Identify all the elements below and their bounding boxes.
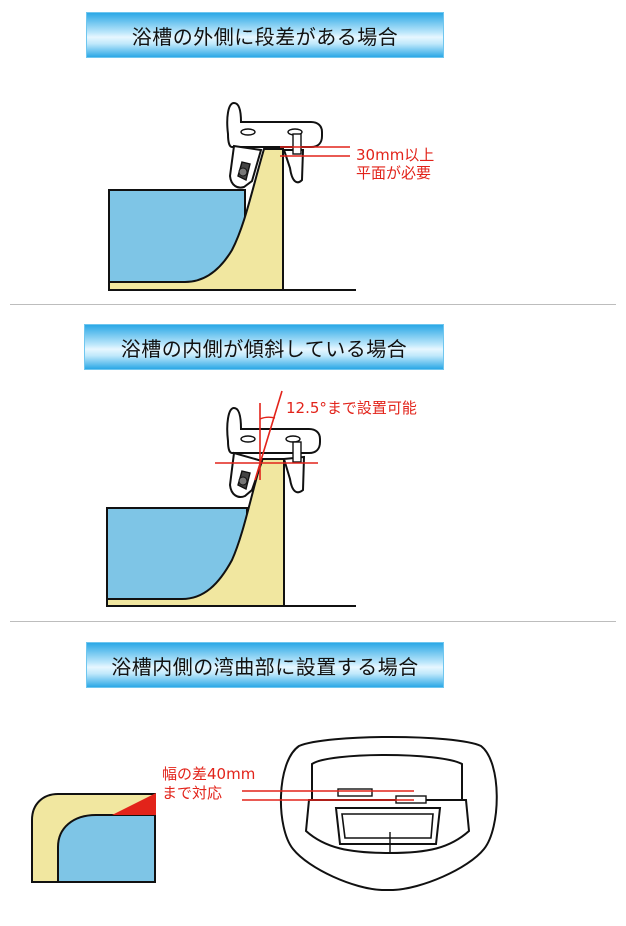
bath-mount-device-top-view xyxy=(280,736,498,891)
annotation-text-1: 30mm以上 xyxy=(356,146,434,164)
annotation-text-1: 12.5°まで設置可能 xyxy=(286,399,417,417)
section-divider xyxy=(10,304,616,305)
bath-mount-device xyxy=(226,101,323,189)
bath-water-top-view xyxy=(57,814,156,883)
width-gap-wedge xyxy=(112,793,156,815)
section-title-text: 浴槽内側の湾曲部に設置する場合 xyxy=(111,654,419,679)
annotation-text-1: 幅の差40mm xyxy=(162,765,255,783)
section-title-text: 浴槽の内側が傾斜している場合 xyxy=(120,336,408,361)
tilt-reference-line xyxy=(254,390,283,481)
section-title-inner-slope: 浴槽の内側が傾斜している場合 xyxy=(84,324,444,370)
section-title-outer-step: 浴槽の外側に段差がある場合 xyxy=(86,12,444,58)
tub-wall xyxy=(108,148,284,291)
diagram-outer-step: 30mm以上 平面が必要 xyxy=(108,101,434,291)
section-title-curved-inner: 浴槽内側の湾曲部に設置する場合 xyxy=(86,642,444,688)
section-outer-step: 浴槽の外側に段差がある場合 30mm以上 平面が必要 xyxy=(0,0,626,305)
section-curved-inner: 浴槽内側の湾曲部に設置する場合 幅の差40mm まで対応 xyxy=(0,622,626,926)
section-title-text: 浴槽の外側に段差がある場合 xyxy=(131,24,399,49)
diagram-inner-slope: 12.5°まで設置可能 xyxy=(106,390,417,607)
annotation-text-2: 平面が必要 xyxy=(356,164,431,182)
annotation-text-2: まで対応 xyxy=(162,784,222,802)
angle-arc xyxy=(259,416,276,420)
section-inner-slope: 浴槽の内側が傾斜している場合 12.5°まで設置可能 xyxy=(0,305,626,622)
diagram-curved-inner: 幅の差40mm まで対応 xyxy=(31,736,498,891)
bath-mount-device xyxy=(226,406,321,498)
section-divider xyxy=(10,621,616,622)
